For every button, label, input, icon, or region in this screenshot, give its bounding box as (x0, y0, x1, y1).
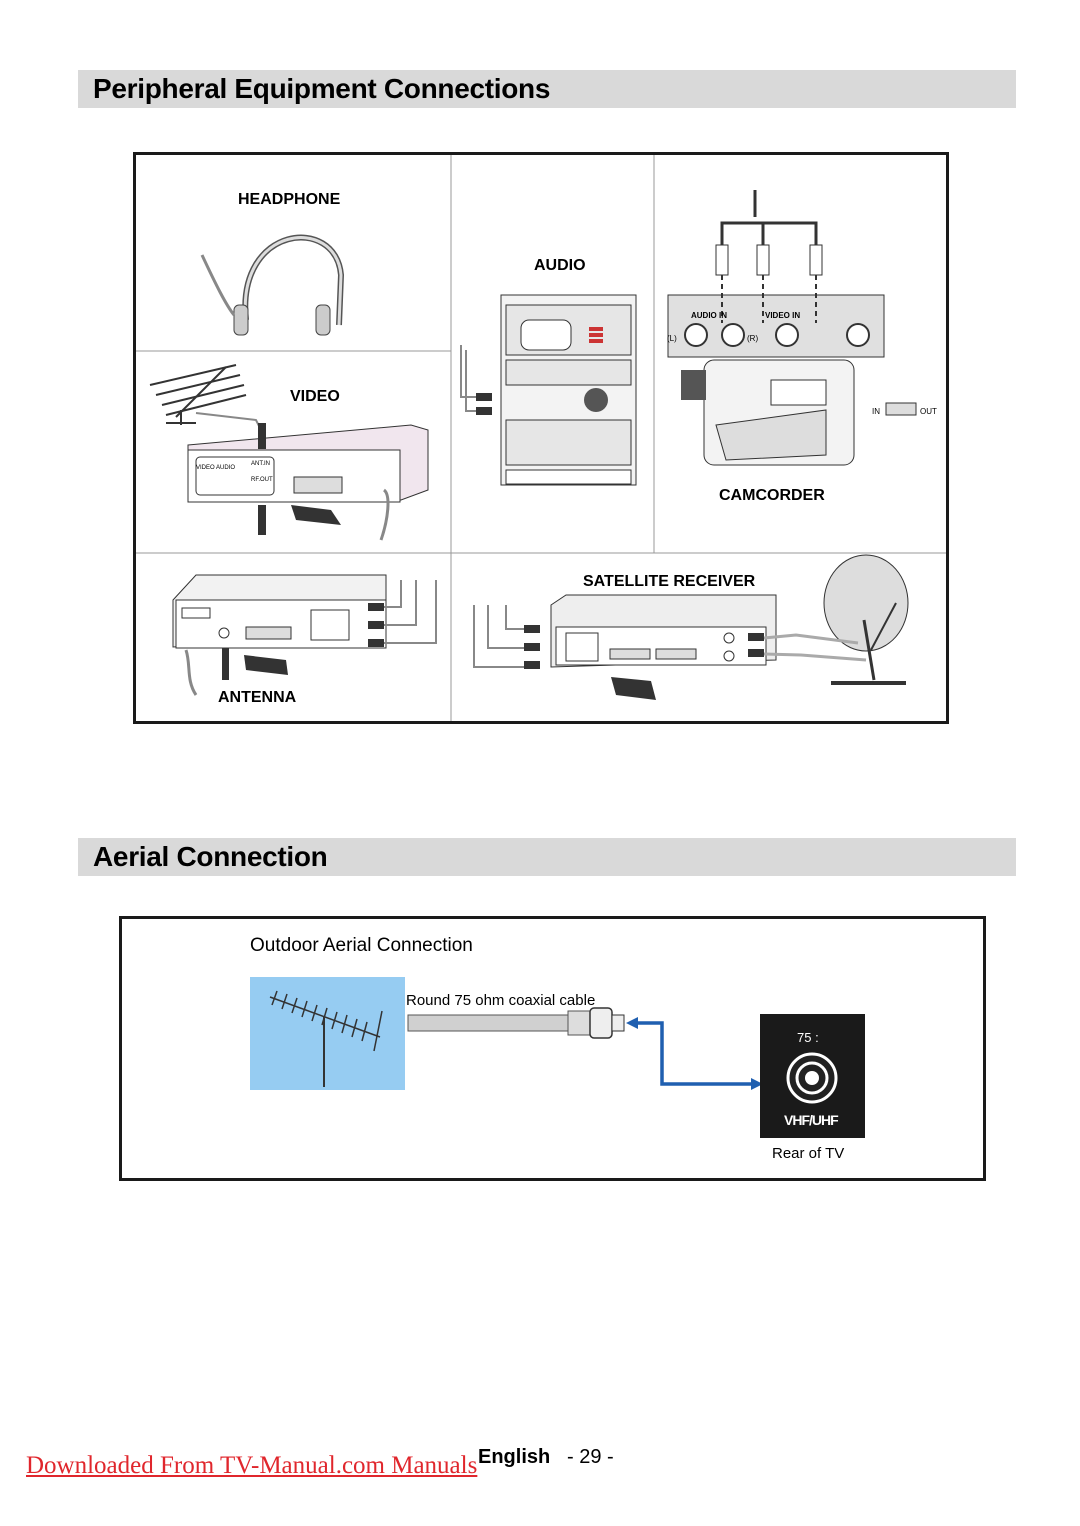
camcorder-icon (667, 190, 917, 466)
download-source-link[interactable]: Downloaded From TV-Manual.com Manuals (26, 1452, 478, 1479)
sky-background (250, 977, 405, 1090)
page-number: - 29 - (567, 1446, 614, 1468)
peripheral-section-header: Peripheral Equipment Connections (78, 70, 1016, 108)
outdoor-aerial-subtitle: Outdoor Aerial Connection (250, 935, 473, 956)
audio-system-icon (460, 294, 637, 486)
vhf-uhf-label: VHF/UHF (784, 1112, 839, 1128)
aerial-diagram-art (250, 977, 865, 1138)
audio-in-label: AUDIO IN (691, 311, 727, 320)
coaxial-cable (407, 1014, 569, 1032)
headphone-icon (200, 234, 345, 336)
aerial-section-title: Aerial Connection (93, 841, 328, 872)
out-switch-label: OUT (920, 407, 937, 416)
antenna-tuner-icon (172, 574, 437, 696)
coaxial-cable-label: Round 75 ohm coaxial cable (406, 992, 596, 1009)
cable-sleeve (567, 1010, 591, 1036)
peripheral-diagram: VIDEO AUDIO ANT.IN RF.OUT (133, 152, 949, 724)
satellite-receiver-label: SATELLITE RECEIVER (583, 573, 756, 590)
svg-text:VIDEO AUDIO: VIDEO AUDIO (196, 465, 235, 471)
video-label: VIDEO (290, 388, 340, 405)
video-in-label: VIDEO IN (765, 311, 801, 320)
svg-text:ANT.IN: ANT.IN (251, 461, 270, 467)
in-switch-label: IN (872, 407, 880, 416)
ohm-label: 75 : (797, 1030, 819, 1045)
right-channel-label: (R) (747, 334, 759, 343)
svg-text:RF.OUT: RF.OUT (251, 477, 273, 483)
satellite-receiver-icon (473, 594, 867, 700)
camcorder-label: CAMCORDER (719, 487, 825, 504)
peripheral-section-title: Peripheral Equipment Connections (93, 73, 551, 104)
rear-of-tv-label: Rear of TV (772, 1145, 845, 1162)
audio-label: AUDIO (534, 257, 586, 274)
headphone-label: HEADPHONE (238, 191, 341, 208)
vcr-icon: VIDEO AUDIO ANT.IN RF.OUT (187, 423, 429, 541)
left-channel-label: (L) (667, 334, 677, 343)
outdoor-aerial-icon (269, 990, 383, 1087)
satellite-dish-icon (823, 554, 909, 685)
aerial-section-header: Aerial Connection (78, 838, 1016, 876)
video-antenna-icon (149, 364, 262, 431)
aerial-diagram: Outdoor Aerial Connection (119, 916, 986, 1181)
language-label: English (478, 1446, 551, 1468)
cable-tip (611, 1014, 625, 1032)
connection-arrow (634, 1021, 754, 1086)
peripheral-diagram-art: VIDEO AUDIO ANT.IN RF.OUT (136, 155, 946, 721)
cable-plug (589, 1007, 613, 1039)
antenna-label: ANTENNA (218, 689, 297, 706)
